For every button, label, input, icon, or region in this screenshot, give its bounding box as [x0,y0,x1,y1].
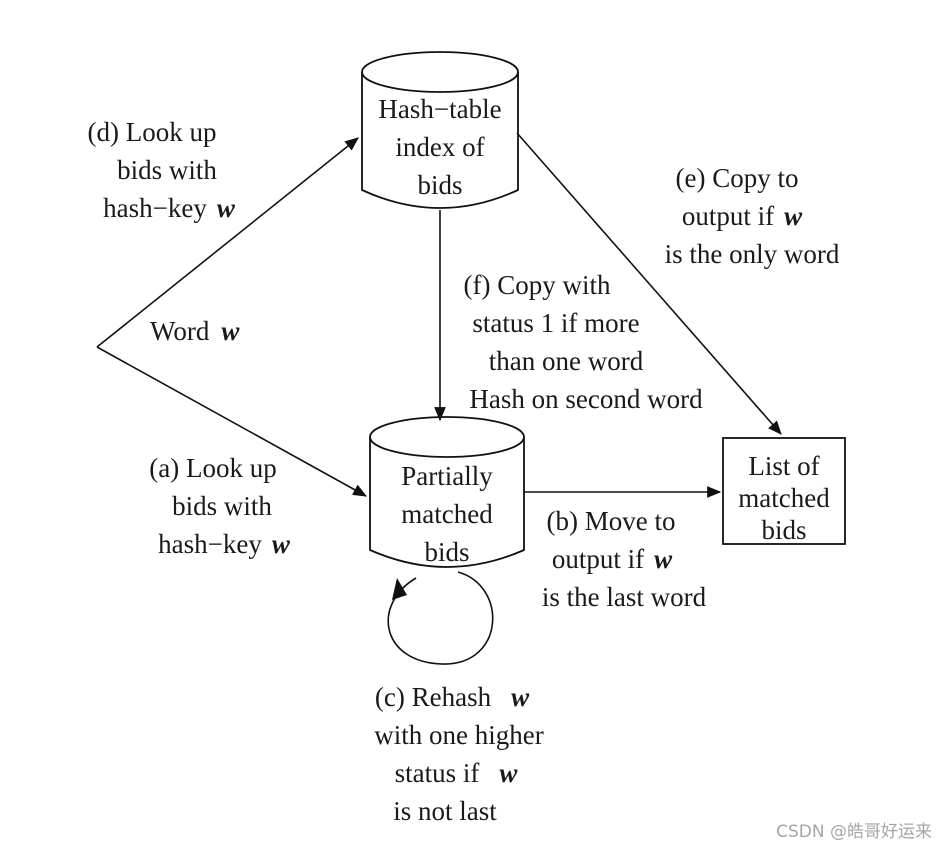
hash-table-node: Hash−table index of bids [361,51,519,209]
list-label-1: List of [748,451,819,481]
svg-text:output ifw: output ifw [682,201,803,231]
edge-e-copy [516,132,782,435]
hash-table-label-3: bids [417,170,462,200]
loop-arrowhead [392,578,407,600]
svg-text:status ifw: status ifw [395,758,519,788]
svg-text:status 1 if more: status 1 if more [472,308,639,338]
edge-d-lookup [96,137,359,348]
partial-label-1: Partially [401,461,493,491]
hash-table-label-2: index of [395,132,484,162]
svg-text:(f) Copy with: (f) Copy with [464,270,611,300]
hash-table-label-1: Hash−table [378,94,501,124]
svg-text:Hash on second word: Hash on second word [469,384,703,414]
svg-text:(b) Move to: (b) Move to [547,506,676,536]
edge-c-rehash-loop [387,571,494,665]
partially-matched-node: Partially matched bids [369,416,525,568]
svg-text:is the only word: is the only word [665,239,840,269]
svg-text:than one word: than one word [489,346,644,376]
svg-text:bids with: bids with [172,491,272,521]
svg-text:(d) Look up: (d) Look up [88,117,217,147]
partial-label-2: matched [401,499,493,529]
svg-text:output ifw: output ifw [552,544,673,574]
watermark: CSDN @皓哥好运来 [776,822,932,842]
svg-text:is the last word: is the last word [542,582,707,612]
svg-text:with one higher: with one higher [374,720,543,750]
svg-text:is not last: is not last [393,796,497,826]
list-label-2: matched [738,483,830,513]
svg-text:(e) Copy to: (e) Copy to [676,163,799,193]
edge-a-lookup [96,346,368,497]
partial-label-3: bids [424,537,469,567]
edge-label-f: (f) Copy with status 1 if more than one … [464,270,704,414]
matched-list-node: List of matched bids [722,437,846,545]
svg-text:(a) Look up: (a) Look up [149,453,276,483]
list-label-3: bids [761,515,806,545]
svg-text:bids with: bids with [117,155,217,185]
